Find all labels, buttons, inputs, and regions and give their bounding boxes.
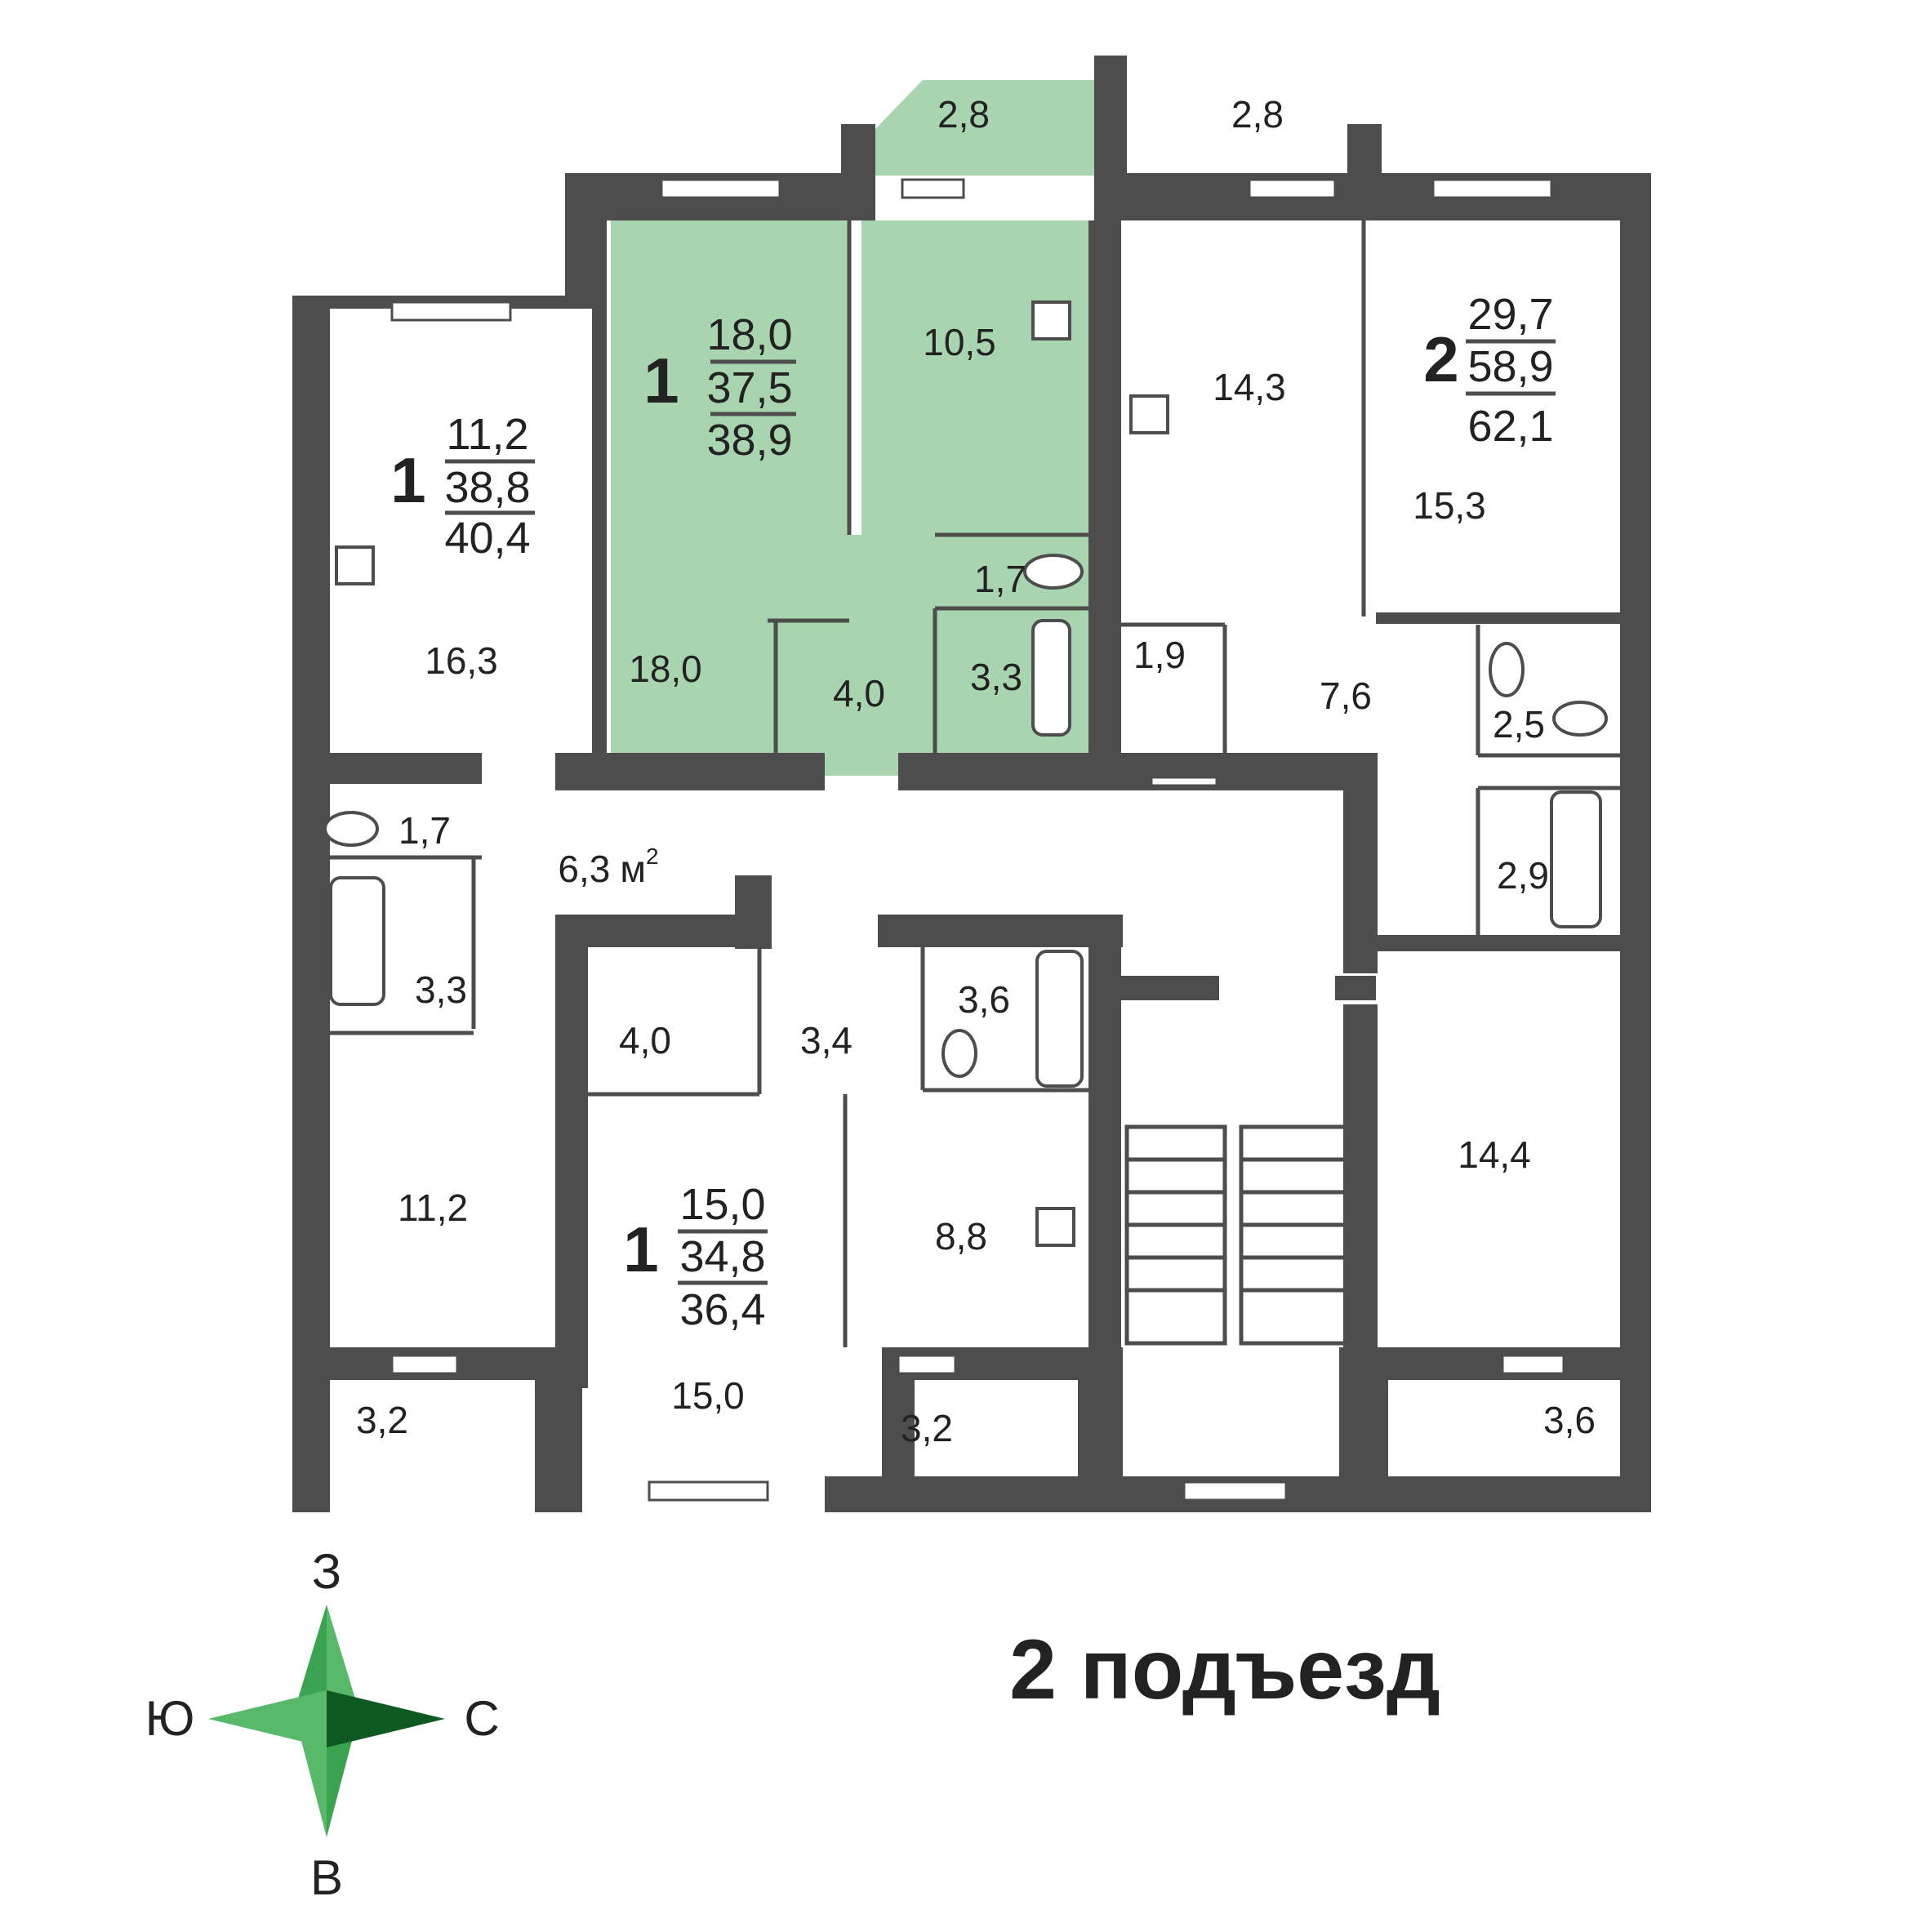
highlight-kitchen <box>861 220 1088 535</box>
compass-east-point <box>327 1690 445 1747</box>
lobby-value: 6,3 <box>558 848 610 890</box>
room-area: 14,4 <box>1458 1133 1531 1176</box>
thin-partitions <box>330 220 1621 1347</box>
room-areas: 2,8 2,8 10,5 18,0 4,0 1,7 3,3 16,3 1,7 3… <box>356 93 1596 1449</box>
apt-a-total: 37,5 <box>706 363 792 412</box>
room-area: 1,7 <box>974 558 1026 600</box>
room-area: 3,2 <box>901 1407 953 1449</box>
apt-b-rooms: 1 <box>390 444 425 516</box>
room-area: 18,0 <box>629 648 702 690</box>
compass-south-label: В <box>310 1850 343 1905</box>
room-area: 4,0 <box>619 1019 671 1062</box>
apt-b-living: 11,2 <box>446 410 528 459</box>
room-area: 3,2 <box>356 1399 408 1441</box>
compass-rose: З В Ю С <box>145 1544 500 1905</box>
room-area: 1,9 <box>1133 634 1186 676</box>
room-area: 2,9 <box>1497 854 1549 897</box>
apt-c-total: 58,9 <box>1467 342 1553 391</box>
room-area: 3,6 <box>1543 1399 1596 1441</box>
staircase <box>1124 1124 1350 1346</box>
compass-north-point <box>296 1605 327 1707</box>
compass-east-label: С <box>464 1691 499 1746</box>
apartment-label-a: 1 18,0 37,5 38,9 <box>643 310 796 465</box>
compass-north-label: З <box>312 1544 341 1599</box>
apartment-label-c: 2 29,7 58,9 62,1 <box>1423 290 1556 451</box>
room-area: 14,3 <box>1213 366 1286 408</box>
apt-a-total-balcony: 38,9 <box>706 416 792 465</box>
interior-walls <box>292 220 1621 1388</box>
apt-c-rooms: 2 <box>1423 323 1458 395</box>
compass-south-point-shade <box>327 1719 358 1837</box>
apt-d-total: 34,8 <box>679 1232 765 1281</box>
highlight-hall <box>780 535 935 776</box>
room-area: 4,0 <box>833 672 885 714</box>
compass-south-point <box>296 1719 327 1837</box>
room-area: 16,3 <box>425 639 498 682</box>
apt-d-total-balcony: 36,4 <box>679 1285 765 1334</box>
fixtures <box>323 300 1608 1247</box>
apt-b-total: 38,8 <box>444 463 530 512</box>
room-area: 15,3 <box>1413 484 1486 527</box>
lobby-unit-sup: 2 <box>646 844 659 869</box>
highlight-balcony <box>874 80 1094 176</box>
room-area: 11,2 <box>398 1186 468 1229</box>
room-area: 2,8 <box>1231 93 1284 136</box>
room-area: 7,6 <box>1320 674 1372 717</box>
lobby-unit: м <box>620 848 646 890</box>
room-area: 2,5 <box>1493 703 1545 746</box>
room-area: 15,0 <box>671 1374 745 1417</box>
apt-d-rooms: 1 <box>623 1213 658 1285</box>
room-area: 3,3 <box>970 656 1022 698</box>
room-area: 10,5 <box>923 321 996 363</box>
room-area: 3,4 <box>800 1019 852 1062</box>
apt-c-total-balcony: 62,1 <box>1467 402 1553 451</box>
compass-west-label: Ю <box>145 1691 195 1746</box>
apartment-label-d: 1 15,0 34,8 36,4 <box>623 1180 768 1334</box>
compass-west-point <box>208 1690 327 1747</box>
apt-d-living: 15,0 <box>679 1180 765 1229</box>
room-area: 3,6 <box>958 978 1010 1021</box>
entrance-title: 2 подъезд <box>1009 1623 1440 1717</box>
windows <box>390 178 1565 1502</box>
room-area: 2,8 <box>937 93 990 136</box>
room-area: 8,8 <box>935 1215 987 1258</box>
room-area: 3,3 <box>415 968 467 1011</box>
compass-north-point-shade <box>327 1605 358 1707</box>
apt-c-living: 29,7 <box>1467 290 1553 339</box>
apartment-label-b: 1 11,2 38,8 40,4 <box>390 410 535 563</box>
room-area: 1,7 <box>398 809 451 852</box>
apt-a-rooms: 1 <box>643 345 679 416</box>
apt-a-living: 18,0 <box>706 310 792 359</box>
apt-b-total-balcony: 40,4 <box>444 514 530 563</box>
